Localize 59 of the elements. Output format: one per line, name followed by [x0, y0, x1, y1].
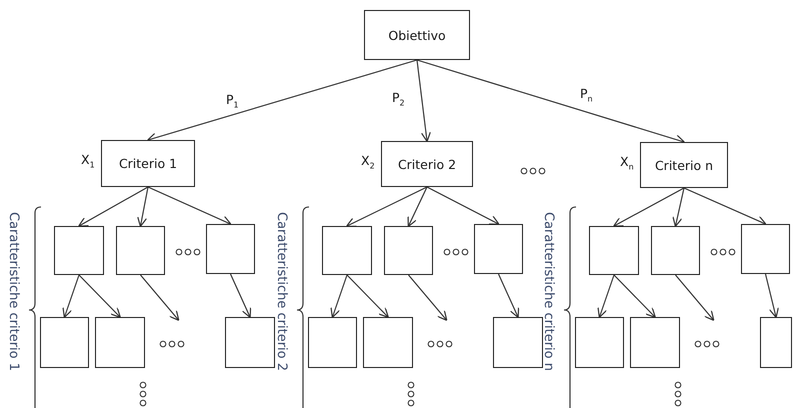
- arrow: [416, 59, 686, 144]
- empty-box: [575, 317, 624, 368]
- arrow: [408, 274, 448, 321]
- empty-box: [206, 224, 255, 274]
- process-box: [640, 142, 728, 188]
- empty-box: [116, 226, 165, 275]
- arrow: [764, 274, 779, 318]
- arrow: [78, 186, 148, 227]
- empty-box: [493, 317, 543, 368]
- weight-label: X$_{n}$: [620, 154, 634, 172]
- empty-box: [760, 317, 792, 368]
- weight-label: X$_{1}$: [81, 152, 95, 170]
- empty-box: [40, 317, 89, 368]
- empty-box: [651, 226, 700, 275]
- arrow: [346, 274, 389, 318]
- arrow: [613, 188, 684, 227]
- edge-label: P$_{1}$: [226, 92, 239, 110]
- node-label: Criterio 1: [118, 156, 178, 171]
- weight-label: X$_{2}$: [361, 153, 375, 170]
- empty-box: [384, 226, 433, 275]
- arrow: [426, 186, 500, 225]
- group-label: Caratteristiche criterio 1: [6, 212, 21, 372]
- edge-label: P$_{2}$: [392, 90, 405, 108]
- arrow: [597, 274, 615, 318]
- process-box: [381, 141, 473, 187]
- process-box: [101, 140, 195, 187]
- node-label: Criterio n: [654, 158, 714, 172]
- arrow: [148, 186, 232, 226]
- empty-box: [741, 224, 790, 274]
- arrow: [62, 274, 80, 318]
- group-label: Caratteristiche criterio 2: [274, 212, 289, 372]
- arrow: [346, 186, 428, 227]
- arrow: [408, 186, 428, 227]
- empty-box: [95, 317, 145, 368]
- arrow: [416, 60, 431, 142]
- arrow: [675, 274, 714, 321]
- arrow: [78, 274, 121, 318]
- empty-box: [308, 317, 357, 368]
- arrow: [330, 274, 348, 318]
- empty-box: [474, 224, 523, 274]
- node-label: Obiettivo: [388, 28, 446, 42]
- arrow: [498, 274, 520, 318]
- empty-box: [322, 226, 372, 275]
- node-label: Criterio 2: [398, 156, 456, 172]
- arrow: [684, 188, 766, 226]
- empty-box: [54, 226, 104, 275]
- group-label: Caratteristiche criterio n: [541, 212, 556, 371]
- arrow: [146, 59, 418, 142]
- empty-box: [589, 226, 639, 275]
- arrow: [672, 188, 685, 228]
- arrow: [140, 274, 180, 321]
- empty-box: [630, 317, 680, 368]
- arrow: [614, 274, 656, 318]
- edge-label: P$_{n}$: [580, 86, 593, 104]
- arrow: [137, 186, 149, 228]
- arrow: [230, 274, 252, 318]
- empty-box: [363, 317, 413, 368]
- empty-box: [225, 317, 275, 368]
- process-box: [364, 10, 470, 60]
